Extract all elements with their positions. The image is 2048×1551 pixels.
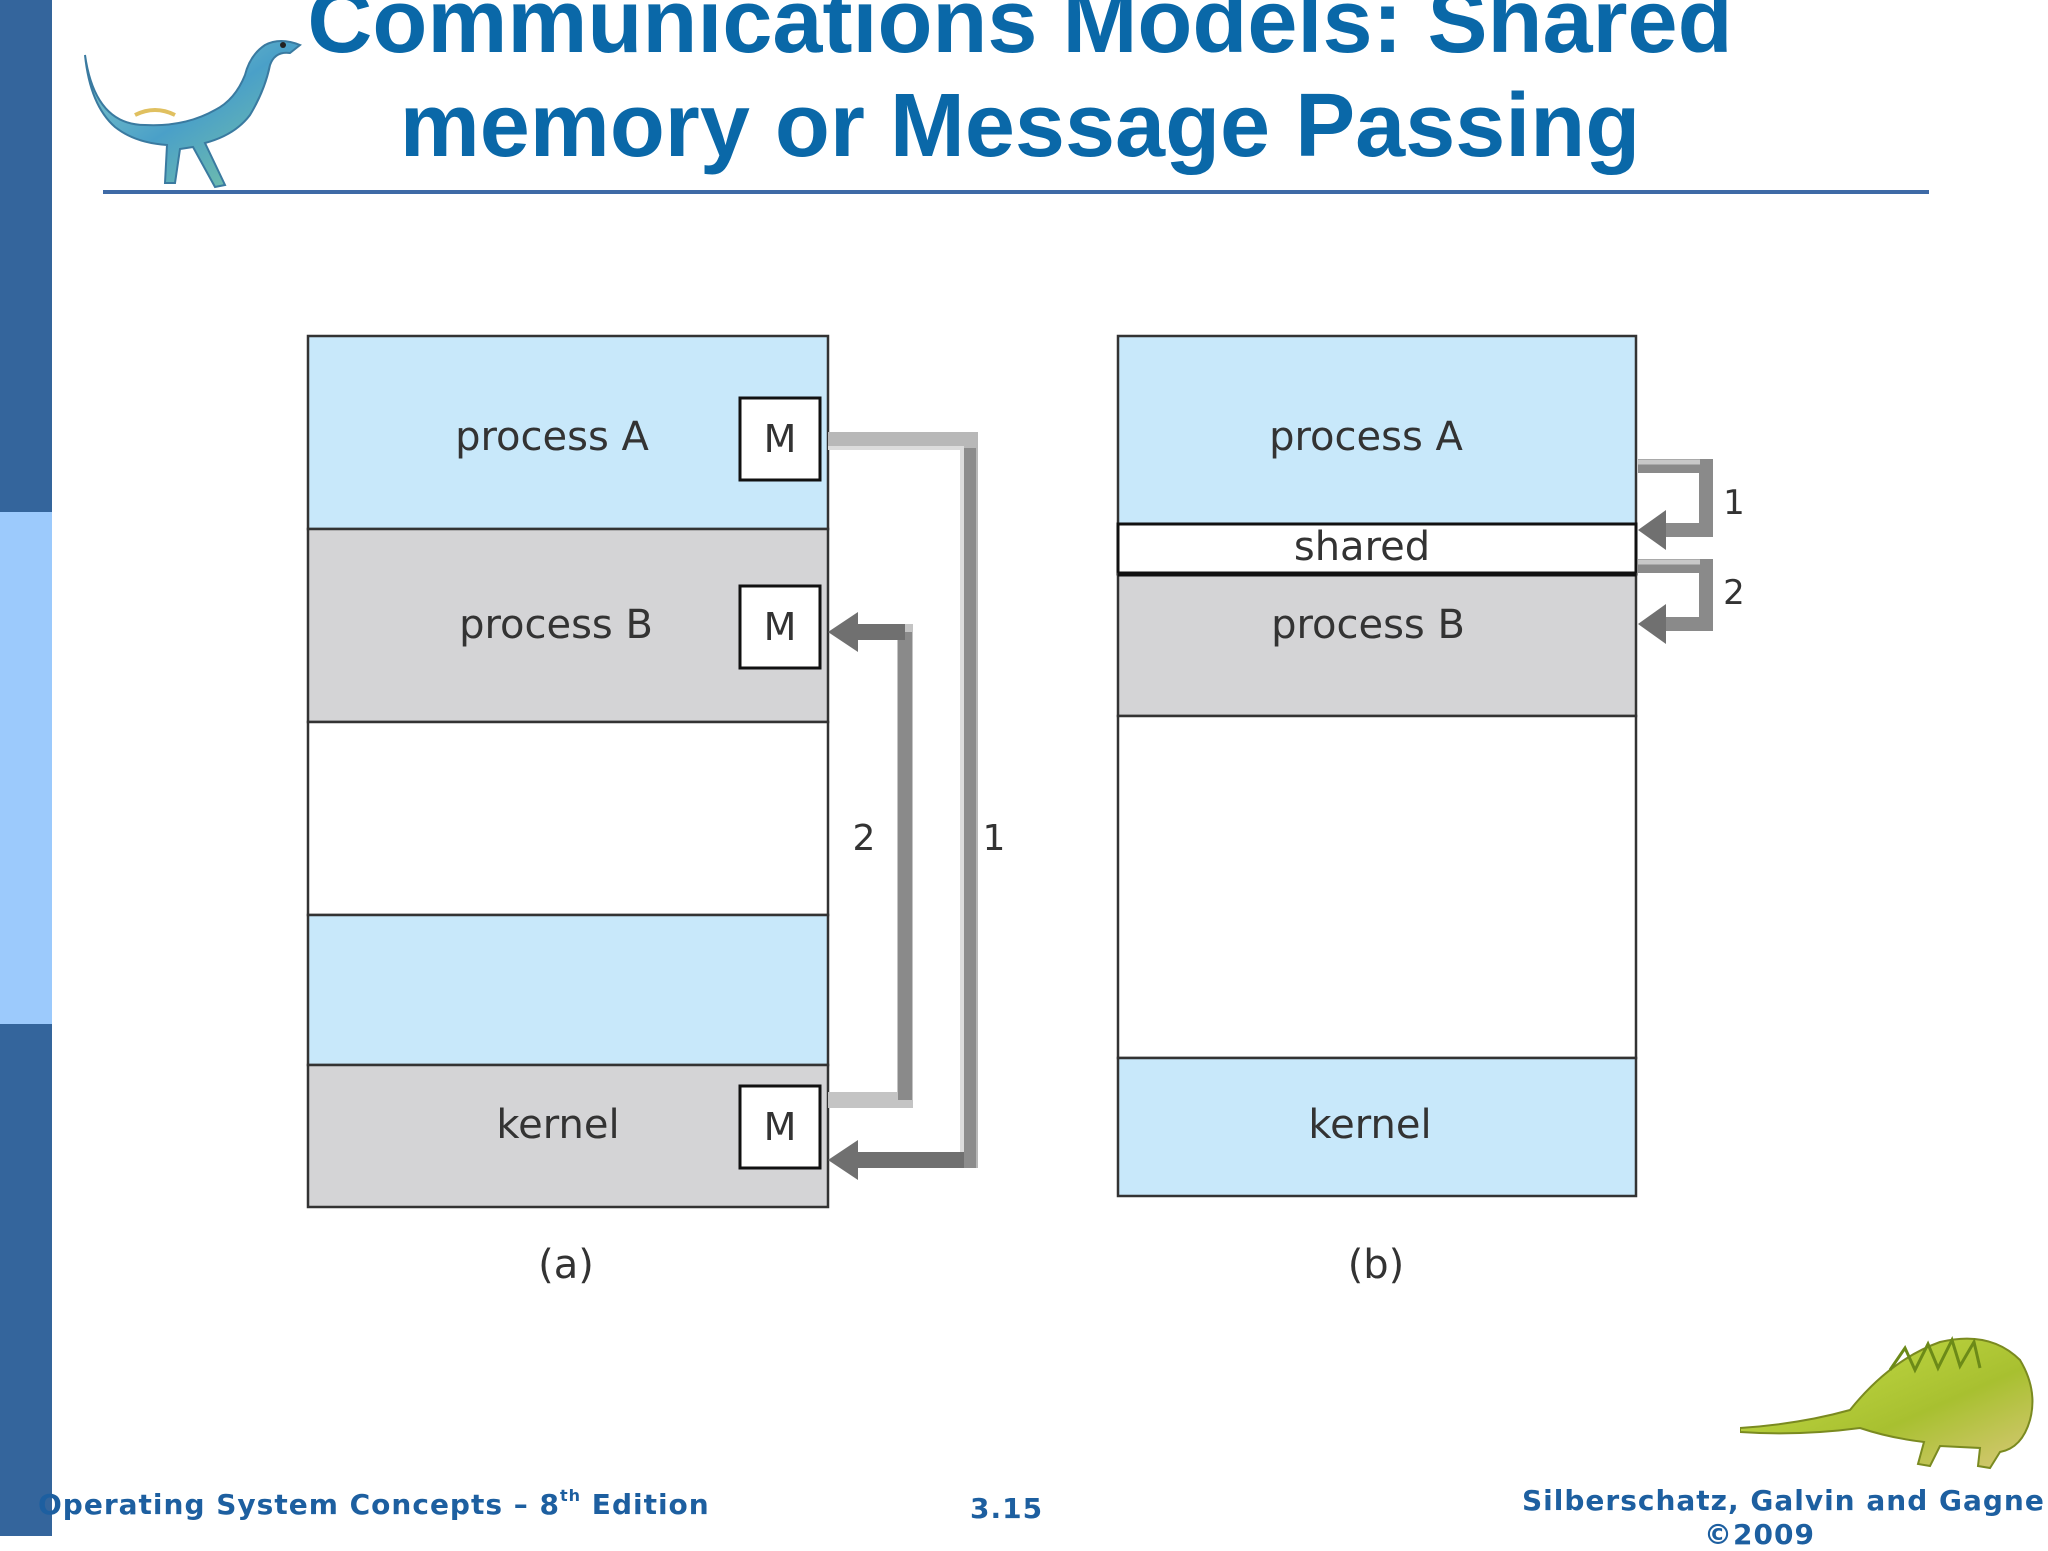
panel-b-caption: (b) bbox=[1348, 1242, 1405, 1288]
panel-b-kernel-label: kernel bbox=[1308, 1102, 1431, 1148]
sidebar-segment-middle bbox=[0, 512, 52, 1024]
slide-title: Communications Models: Shared memory or … bbox=[300, 0, 1740, 178]
panel-b-shared-memory: process A shared process B kernel 1 2 (b… bbox=[1116, 334, 1745, 1288]
panel-a-message-label-process-a: M bbox=[764, 417, 797, 461]
panel-a-message-box-process-a bbox=[738, 396, 822, 482]
footer-book-prefix: Operating System Concepts – 8 bbox=[38, 1488, 561, 1521]
panel-a-blue-region bbox=[306, 913, 830, 1067]
panel-b-arrow-2-head bbox=[1638, 604, 1666, 644]
title-underline bbox=[103, 190, 1929, 194]
panel-a-empty-region bbox=[306, 720, 830, 917]
panel-a-arrow-2-head bbox=[828, 612, 858, 652]
panel-a-process-b-label: process B bbox=[459, 602, 653, 648]
panel-b-arrow-1-label: 1 bbox=[1723, 483, 1745, 523]
footer-book-title: Operating System Concepts – 8th Edition bbox=[38, 1486, 710, 1521]
panel-a-message-label-process-b: M bbox=[764, 605, 797, 649]
footer-book-sup: th bbox=[560, 1486, 582, 1505]
panel-b-arrow-2-label: 2 bbox=[1723, 573, 1745, 613]
panel-a-message-label-kernel: M bbox=[764, 1105, 797, 1149]
sidebar-segment-bottom bbox=[0, 1024, 52, 1536]
panel-a-caption: (a) bbox=[538, 1242, 594, 1288]
slide-title-line1: Communications Models: Shared bbox=[307, 0, 1733, 72]
slide-title-line2: memory or Message Passing bbox=[399, 76, 1641, 176]
panel-b-arrow-1 bbox=[1638, 459, 1713, 537]
left-sidebar bbox=[0, 0, 52, 1536]
panel-a-process-a-label: process A bbox=[455, 414, 649, 460]
panel-b-arrow-2 bbox=[1638, 559, 1713, 631]
panel-a-message-box-process-b bbox=[738, 584, 822, 670]
sidebar-segment-top bbox=[0, 0, 52, 512]
panel-b-shared-label: shared bbox=[1294, 524, 1430, 570]
dinosaur-mascot-icon bbox=[1740, 1335, 2034, 1470]
panel-b-process-a-label: process A bbox=[1269, 414, 1463, 460]
panel-a-kernel-label: kernel bbox=[496, 1102, 619, 1148]
panel-b-empty-region bbox=[1116, 714, 1638, 1060]
footer-copyright: ©2009 bbox=[1704, 1518, 1815, 1551]
panel-b-kernel-region bbox=[1116, 1056, 1638, 1198]
dinosaur-logo-icon bbox=[84, 40, 302, 189]
footer-page-number: 3.15 bbox=[970, 1492, 1044, 1525]
footer-authors: Silberschatz, Galvin and Gagne bbox=[1522, 1484, 2045, 1517]
panel-b-process-b-region bbox=[1116, 572, 1638, 718]
panel-a-arrow-2 bbox=[828, 624, 913, 1108]
panel-a-message-passing: M M M process A process B kernel 2 1 (a) bbox=[306, 334, 1006, 1288]
panel-a-arrow-1-body bbox=[828, 446, 964, 1152]
panel-a-arrow-2-label: 2 bbox=[853, 818, 876, 859]
panel-a-arrow-1-head bbox=[828, 1140, 858, 1180]
panel-a-message-box-kernel bbox=[738, 1084, 822, 1170]
panel-b-process-b-label: process B bbox=[1271, 602, 1465, 648]
panel-b-arrow-1-head bbox=[1638, 510, 1666, 550]
panel-b-process-a-region bbox=[1116, 334, 1638, 526]
panel-a-arrow-1-label: 1 bbox=[983, 818, 1006, 859]
footer-book-suffix: Edition bbox=[581, 1488, 710, 1521]
